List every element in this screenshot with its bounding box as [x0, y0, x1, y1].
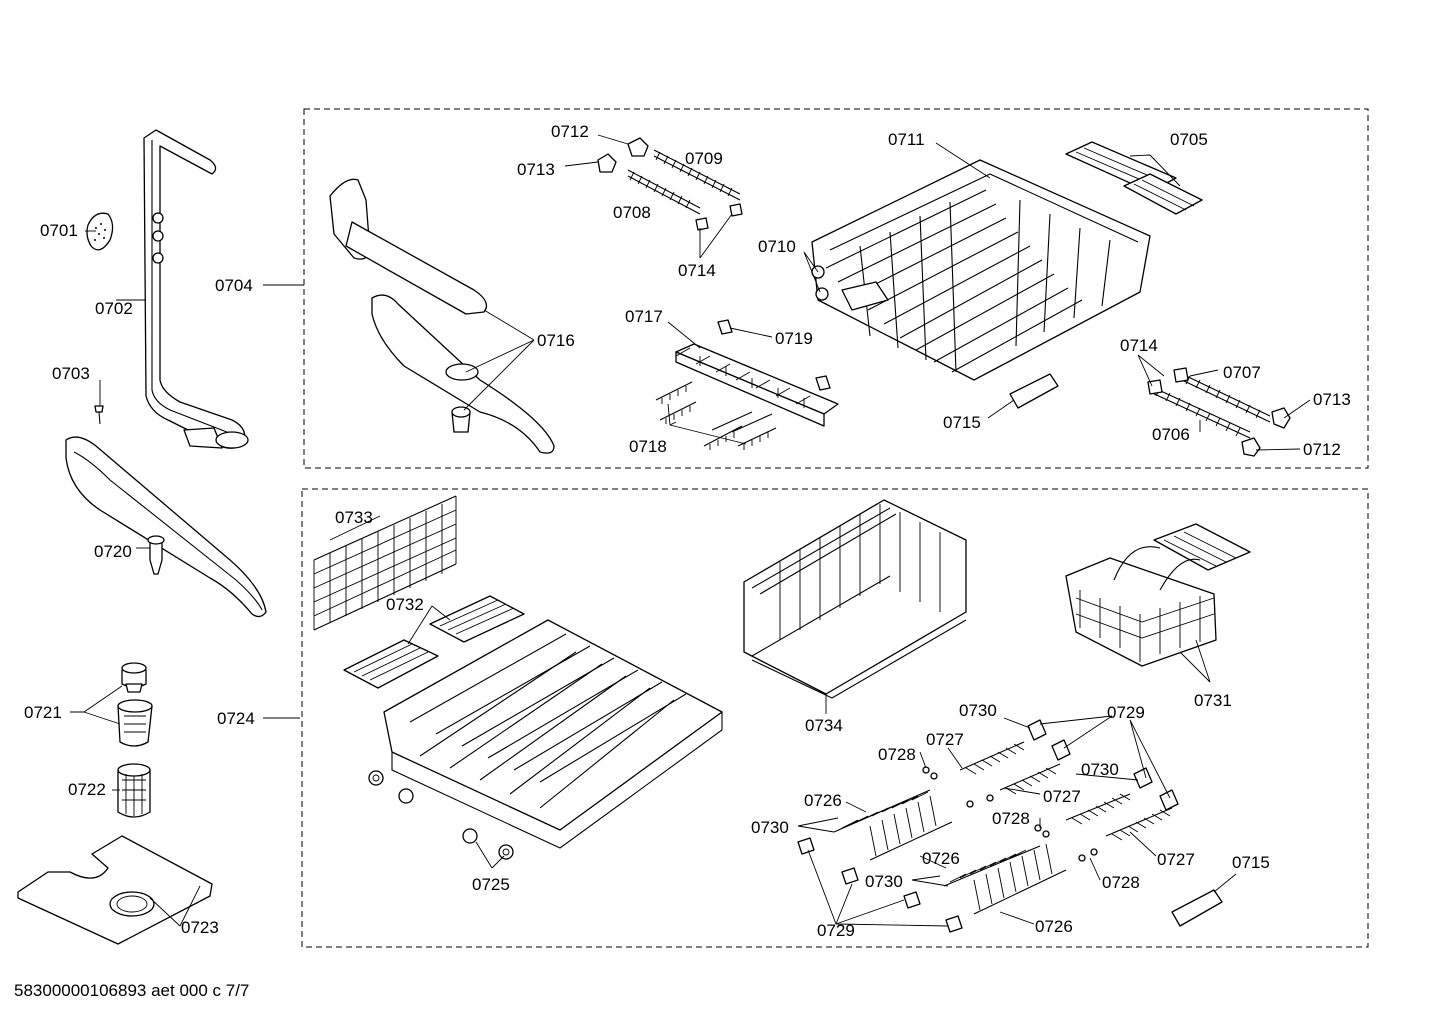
label-0728-b: 0728	[992, 809, 1030, 828]
part-0712-upper-clip-left[interactable]	[627, 137, 649, 157]
part-0733-tine-grid[interactable]	[313, 495, 457, 631]
label-0722: 0722	[68, 780, 106, 799]
part-0720-lower-spray-arm[interactable]	[65, 436, 267, 618]
label-0734: 0734	[805, 716, 843, 735]
part-0705-upper-racks[interactable]	[1065, 141, 1203, 215]
label-0727-a: 0727	[926, 730, 964, 749]
part-0721-filter[interactable]	[117, 662, 153, 747]
part-0726-tine-rows[interactable]	[833, 789, 1067, 915]
label-0718: 0718	[629, 437, 667, 456]
label-0714-right: 0714	[1120, 336, 1158, 355]
part-0702-supply-pipe[interactable]	[143, 129, 249, 449]
label-0702: 0702	[95, 299, 133, 318]
label-0720: 0720	[94, 542, 132, 561]
part-0707-rail[interactable]	[1173, 367, 1271, 423]
label-0705: 0705	[1170, 130, 1208, 149]
label-0728-c: 0728	[1102, 873, 1140, 892]
part-0706-rail[interactable]	[1147, 379, 1251, 439]
part-0731-cutlery-basket[interactable]	[1065, 523, 1251, 667]
label-0716: 0716	[537, 331, 575, 350]
part-0715-handle-upper[interactable]	[1009, 373, 1059, 409]
label-0715-upper: 0715	[943, 413, 981, 432]
label-0726-a: 0726	[804, 791, 842, 810]
label-0730-c: 0730	[751, 818, 789, 837]
label-0730-d: 0730	[865, 872, 903, 891]
label-0731: 0731	[1194, 691, 1232, 710]
label-0724: 0724	[217, 709, 255, 728]
label-0708: 0708	[613, 203, 651, 222]
label-0721: 0721	[24, 703, 62, 722]
label-0733: 0733	[335, 508, 373, 527]
part-0715-handle-lower[interactable]	[1171, 889, 1223, 927]
part-0727-small-tine-rows[interactable]	[959, 741, 1173, 841]
label-0711: 0711	[888, 130, 925, 149]
part-0708-rail[interactable]	[627, 169, 709, 231]
part-0719-shelf-clip[interactable]	[717, 319, 831, 391]
label-0719: 0719	[775, 329, 813, 348]
label-0717: 0717	[625, 307, 663, 326]
label-0725: 0725	[472, 875, 510, 894]
part-0722-microfilter[interactable]	[117, 763, 151, 818]
label-0709: 0709	[685, 149, 723, 168]
label-0707: 0707	[1223, 363, 1261, 382]
label-0730-a: 0730	[959, 701, 997, 720]
label-0713-right: 0713	[1313, 390, 1351, 409]
label-0730-b: 0730	[1081, 760, 1119, 779]
label-0712-top: 0712	[551, 122, 589, 141]
label-0723: 0723	[181, 918, 219, 937]
callout-labels: 0701 0702 0703 0704 0705 0706 0707 0708 …	[24, 122, 1351, 940]
part-0732-folding-racks[interactable]	[343, 595, 525, 689]
part-0728-clips[interactable]	[922, 766, 1098, 862]
label-0714-top: 0714	[678, 261, 716, 280]
label-0704: 0704	[215, 276, 253, 295]
part-0703-screw[interactable]	[94, 405, 104, 425]
leader-lines	[70, 134, 1311, 927]
lower-rack-group-box	[301, 488, 1369, 948]
part-0709-rail[interactable]	[653, 149, 743, 217]
part-0713-upper-clip-left[interactable]	[597, 153, 617, 173]
label-0712-right: 0712	[1303, 440, 1341, 459]
part-0701-nozzle-cap[interactable]	[86, 212, 114, 251]
part-0713-clip-right[interactable]	[1271, 407, 1291, 429]
label-0706: 0706	[1152, 425, 1190, 444]
label-0726-b: 0726	[922, 849, 960, 868]
label-0727-c: 0727	[1157, 850, 1195, 869]
label-0729-a: 0729	[1107, 703, 1145, 722]
label-0701: 0701	[40, 221, 78, 240]
part-0712-clip-right[interactable]	[1241, 437, 1261, 457]
part-0730-brackets[interactable]	[797, 719, 1179, 933]
part-0723-fine-filter-plate[interactable]	[17, 835, 213, 945]
label-0728-a: 0728	[878, 745, 916, 764]
upper-rack-group-box	[303, 108, 1369, 469]
label-0727-b: 0727	[1043, 787, 1081, 806]
label-0713-top: 0713	[517, 160, 555, 179]
part-0725-wheels	[372, 774, 510, 856]
document-id: 58300000106893 aet 000 c 7/7	[14, 981, 250, 1000]
label-0715-lower: 0715	[1232, 853, 1270, 872]
label-0726-c: 0726	[1035, 917, 1073, 936]
part-0711-upper-basket[interactable]	[811, 159, 1151, 381]
label-0703: 0703	[52, 364, 90, 383]
part-0724-lower-basket[interactable]	[368, 619, 723, 860]
label-0729-b: 0729	[817, 921, 855, 940]
part-0734-plate-rack[interactable]	[743, 499, 967, 699]
label-0710: 0710	[758, 237, 796, 256]
part-0717-cup-shelf[interactable]	[675, 343, 839, 427]
label-0732: 0732	[386, 595, 424, 614]
part-0716-upper-spray-arm[interactable]	[329, 178, 555, 454]
